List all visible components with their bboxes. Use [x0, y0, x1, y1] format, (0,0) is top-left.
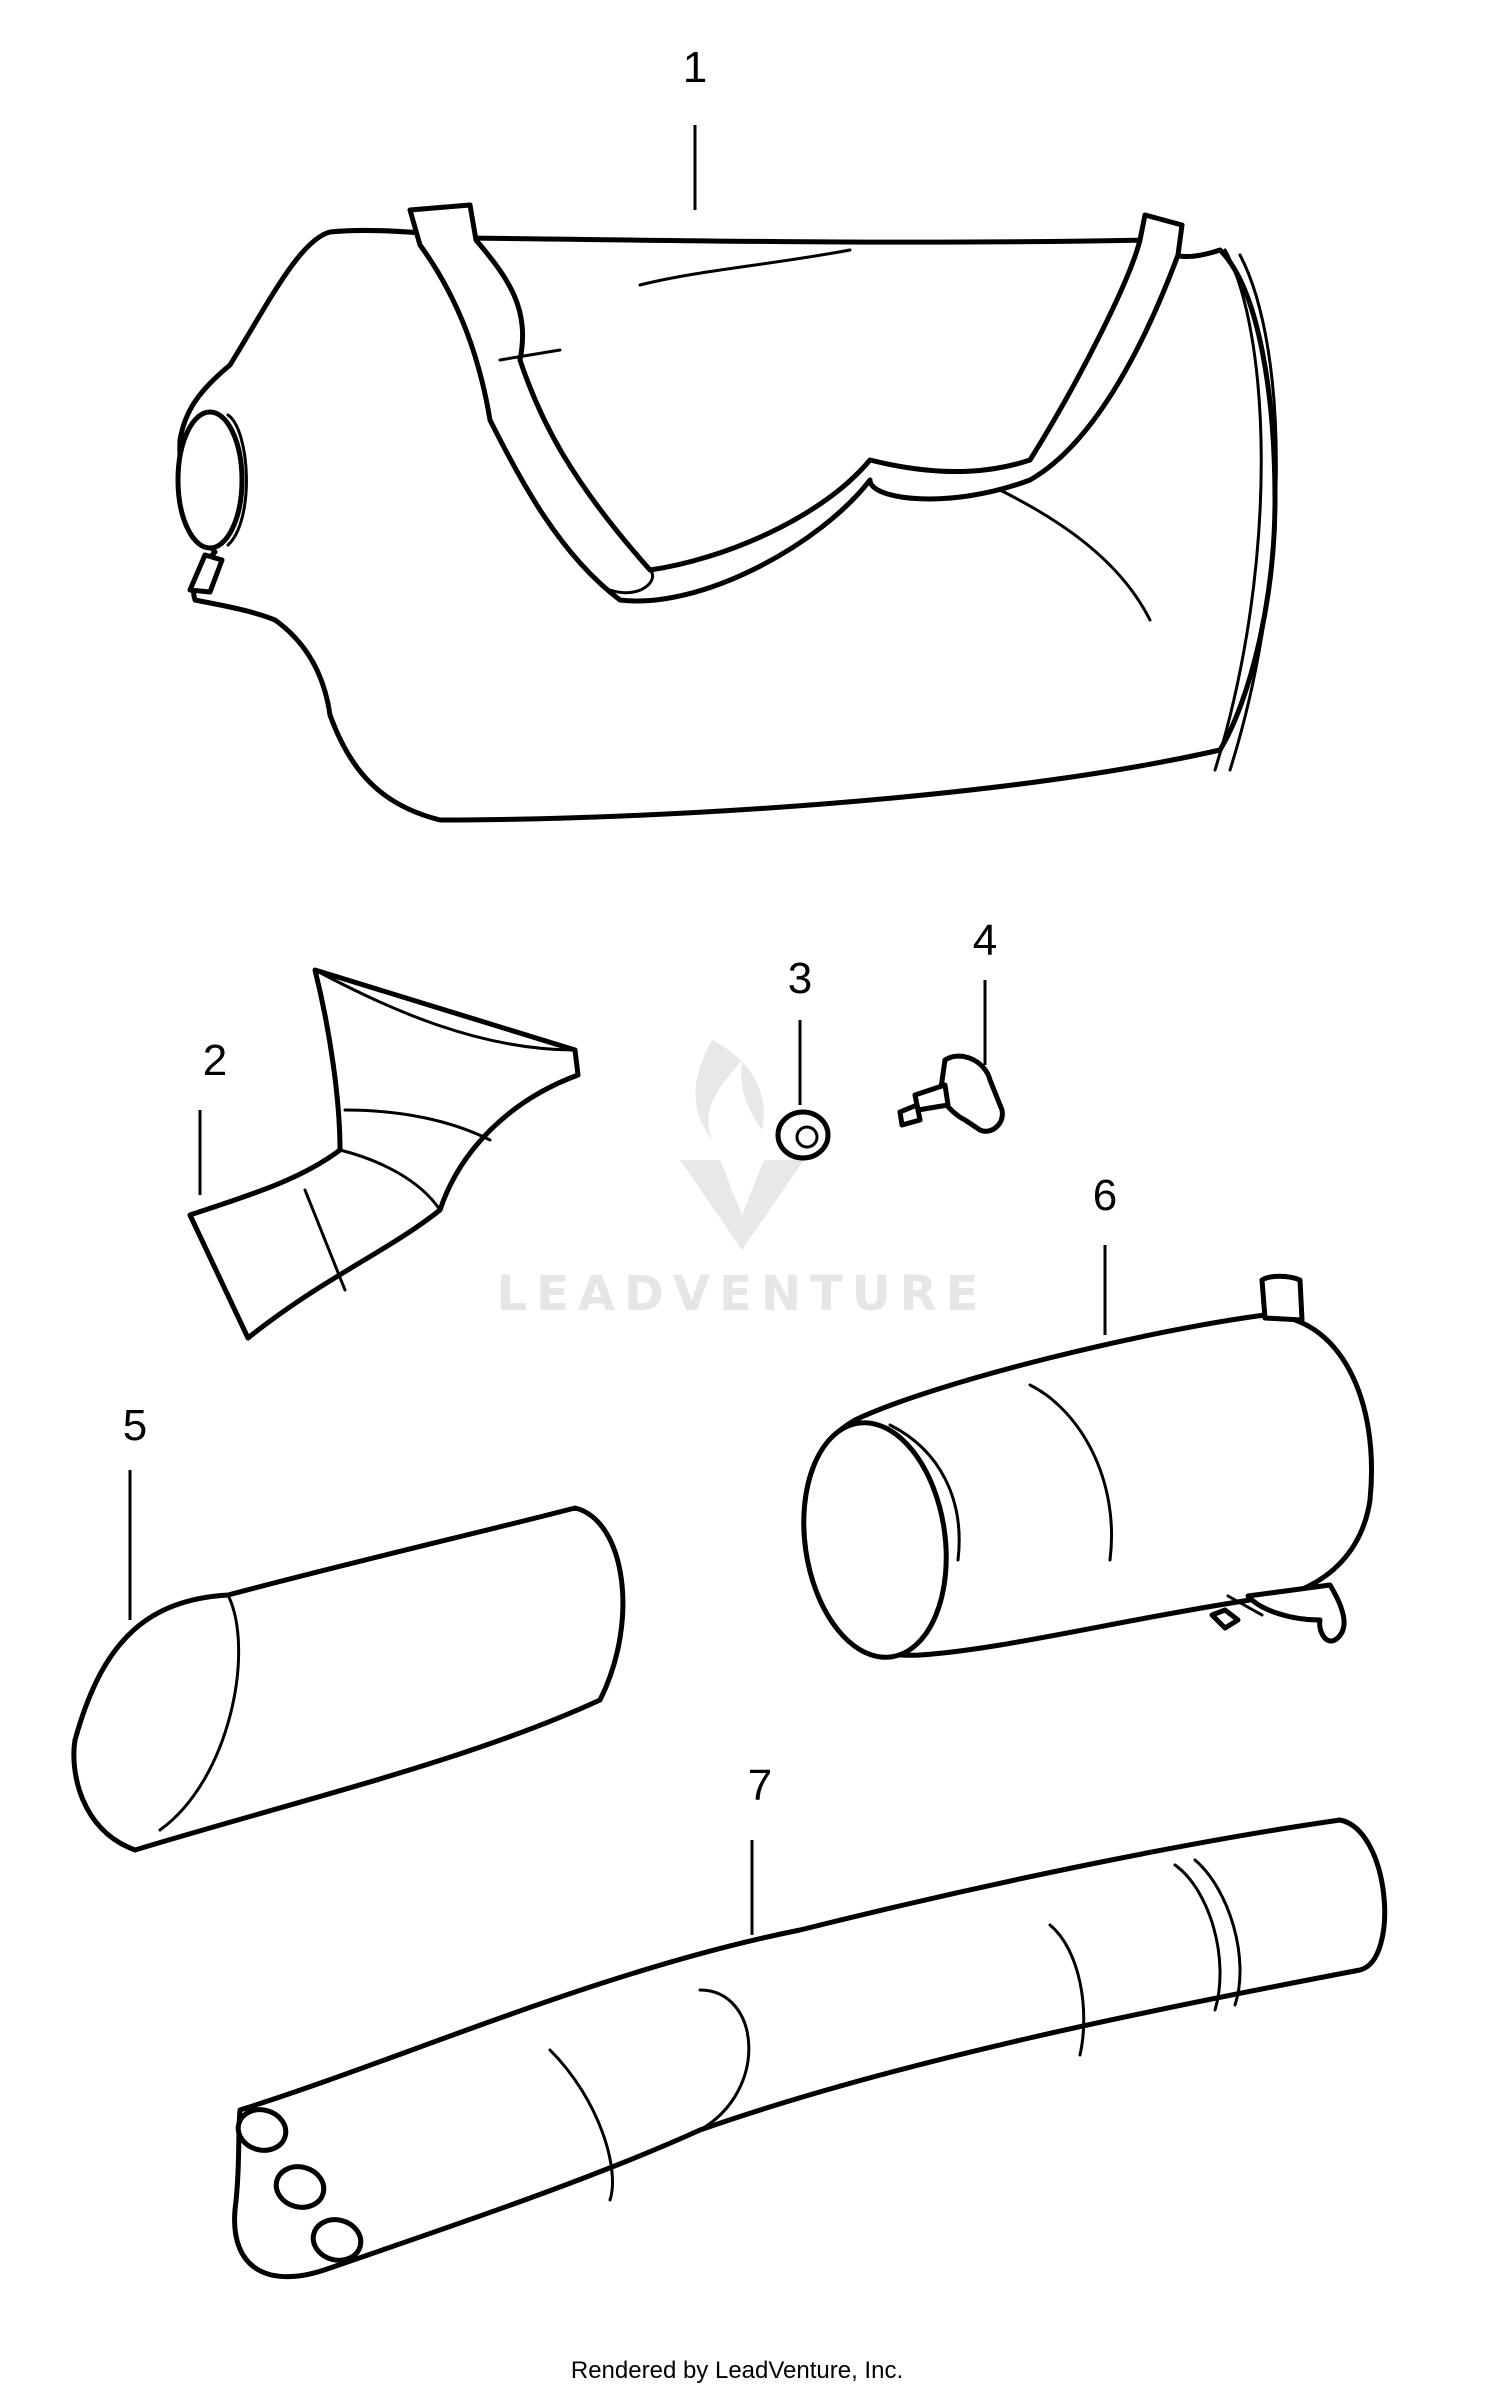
- leadventure-logo-icon: [680, 1040, 804, 1250]
- callout-1: 1: [683, 43, 707, 92]
- footer-credit: Rendered by LeadVenture, Inc.: [571, 2357, 903, 2384]
- part-5-round-tube: [71, 1505, 626, 1853]
- part-2-adaptor: [187, 967, 581, 1341]
- leader-lines: [128, 125, 1107, 1935]
- callout-2: 2: [203, 1036, 227, 1085]
- callout-4: 4: [973, 916, 997, 965]
- part-6-cylinder-housing: [801, 1273, 1374, 1660]
- part-4-knob-screw: [897, 1053, 1005, 1134]
- part-7-long-nozzle: [232, 1817, 1388, 2280]
- part-1-collection-bag: [175, 202, 1278, 823]
- watermark: LEADVENTURE: [497, 1040, 988, 1322]
- part-3-washer: [775, 1109, 831, 1161]
- callout-numbers: 1 2 3 4 5 6 7: [123, 43, 1117, 1810]
- callout-7: 7: [748, 1761, 772, 1810]
- callout-6: 6: [1093, 1171, 1117, 1220]
- callout-5: 5: [123, 1401, 147, 1450]
- watermark-text: LEADVENTURE: [497, 1266, 988, 1322]
- callout-3: 3: [788, 954, 812, 1003]
